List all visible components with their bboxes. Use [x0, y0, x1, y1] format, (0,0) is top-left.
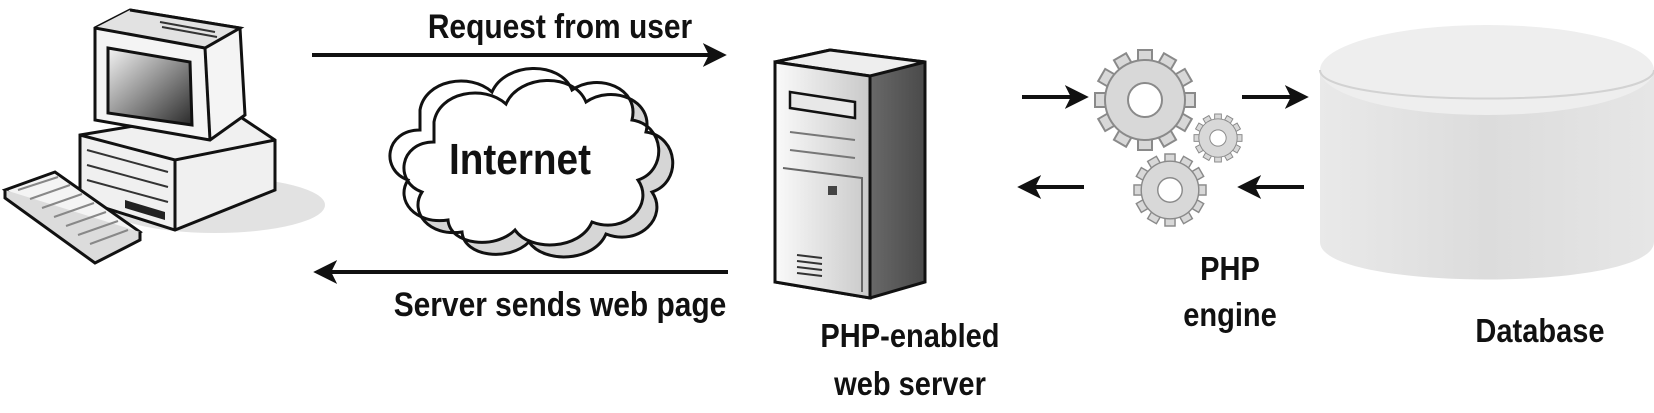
- web-server-label-line-1: PHP-enabled: [820, 317, 1000, 354]
- internet-cloud-icon: [388, 67, 675, 259]
- internet-label: Internet: [448, 135, 591, 184]
- keyboard-icon: [1, 170, 143, 265]
- response-label: Server sends web page: [393, 286, 727, 324]
- database-cylinder-icon: [1319, 25, 1654, 280]
- php-engine-label: PHP engine: [1168, 246, 1291, 338]
- request-label: Request from user: [427, 8, 693, 46]
- tower-server-icon: [773, 48, 927, 300]
- gears-icon: [1094, 49, 1243, 227]
- php-engine-label-line-1: PHP: [1200, 250, 1260, 287]
- php-engine-label-line-2: engine: [1183, 296, 1277, 333]
- web-server-label: PHP-enabled web server: [787, 312, 1033, 408]
- client-computer-icon: [78, 8, 325, 233]
- web-server-label-line-2: web server: [834, 365, 986, 402]
- database-label: Database: [1475, 312, 1605, 349]
